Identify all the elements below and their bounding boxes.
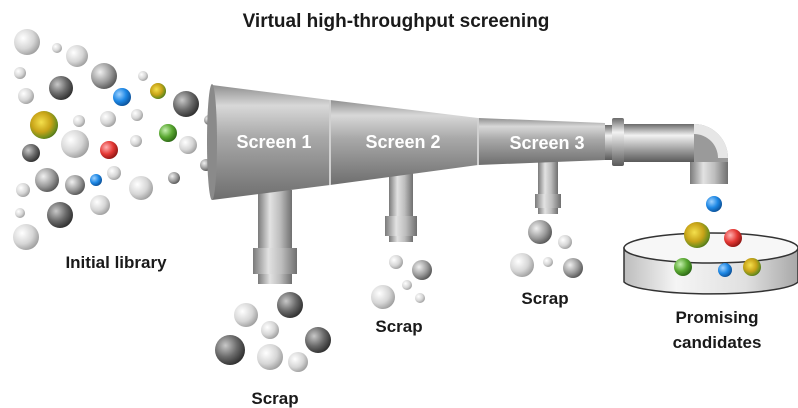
scrap-balls-2 bbox=[371, 255, 432, 309]
drop-pipe-3 bbox=[535, 158, 561, 214]
grey-ball bbox=[412, 260, 432, 280]
drop-pipe-1 bbox=[253, 190, 297, 284]
grey-ball bbox=[107, 166, 121, 180]
green-ball bbox=[159, 124, 177, 142]
blue-ball bbox=[90, 174, 102, 186]
grey-ball bbox=[14, 67, 26, 79]
yellow-ball bbox=[30, 111, 58, 139]
grey-ball bbox=[66, 45, 88, 67]
grey-ball bbox=[305, 327, 331, 353]
grey-ball bbox=[73, 115, 85, 127]
grey-ball bbox=[415, 293, 425, 303]
grey-ball bbox=[15, 208, 25, 218]
grey-ball bbox=[510, 253, 534, 277]
scrap-balls-1 bbox=[215, 292, 331, 372]
outlet-pipe bbox=[605, 118, 728, 184]
grey-ball bbox=[558, 235, 572, 249]
blue-ball bbox=[113, 88, 131, 106]
grey-ball bbox=[389, 255, 403, 269]
candidate-balls bbox=[674, 196, 761, 277]
grey-ball bbox=[52, 43, 62, 53]
grey-ball bbox=[277, 292, 303, 318]
grey-ball bbox=[543, 257, 553, 267]
grey-ball bbox=[129, 176, 153, 200]
yellow-ball bbox=[684, 222, 710, 248]
yellow-ball bbox=[743, 258, 761, 276]
grey-ball bbox=[234, 303, 258, 327]
grey-ball bbox=[14, 29, 40, 55]
candidates-label-line2: candidates bbox=[673, 333, 762, 352]
grey-ball bbox=[22, 144, 40, 162]
grey-ball bbox=[91, 63, 117, 89]
scrap-balls-3 bbox=[510, 220, 583, 278]
candidates-dish bbox=[623, 232, 798, 295]
grey-ball bbox=[215, 335, 245, 365]
stage-label-2: Screen 2 bbox=[365, 132, 440, 152]
grey-ball bbox=[563, 258, 583, 278]
grey-ball bbox=[35, 168, 59, 192]
funnel-stage-2 bbox=[330, 100, 478, 185]
red-ball bbox=[724, 229, 742, 247]
grey-ball bbox=[288, 352, 308, 372]
grey-ball bbox=[130, 135, 142, 147]
grey-ball bbox=[371, 285, 395, 309]
stage-label-1: Screen 1 bbox=[236, 132, 311, 152]
diagram-title: Virtual high-throughput screening bbox=[243, 11, 550, 32]
grey-ball bbox=[16, 183, 30, 197]
grey-ball bbox=[47, 202, 73, 228]
funnel bbox=[207, 84, 605, 200]
funnel-stage-3 bbox=[478, 118, 605, 165]
blue-ball bbox=[718, 263, 732, 277]
drop-pipe-2 bbox=[385, 170, 417, 242]
red-ball bbox=[100, 141, 118, 159]
grey-ball bbox=[528, 220, 552, 244]
grey-ball bbox=[61, 130, 89, 158]
grey-ball bbox=[90, 195, 110, 215]
scrap-label-2: Scrap bbox=[375, 317, 422, 336]
initial-library-label: Initial library bbox=[65, 253, 167, 272]
scrap-label-3: Scrap bbox=[521, 289, 568, 308]
grey-ball bbox=[261, 321, 279, 339]
funnel-stage-1 bbox=[212, 85, 330, 200]
grey-ball bbox=[173, 91, 199, 117]
yellow-ball bbox=[150, 83, 166, 99]
grey-ball bbox=[49, 76, 73, 100]
grey-ball bbox=[168, 172, 180, 184]
grey-ball bbox=[18, 88, 34, 104]
grey-ball bbox=[402, 280, 412, 290]
initial-library-balls bbox=[13, 29, 214, 250]
grey-ball bbox=[131, 109, 143, 121]
stage-label-3: Screen 3 bbox=[509, 133, 584, 153]
candidates-label-line1: Promising bbox=[675, 308, 758, 327]
grey-ball bbox=[13, 224, 39, 250]
grey-ball bbox=[65, 175, 85, 195]
grey-ball bbox=[138, 71, 148, 81]
blue-ball bbox=[706, 196, 722, 212]
grey-ball bbox=[179, 136, 197, 154]
grey-ball bbox=[257, 344, 283, 370]
green-ball bbox=[674, 258, 692, 276]
scrap-label-1: Scrap bbox=[251, 389, 298, 408]
grey-ball bbox=[100, 111, 116, 127]
